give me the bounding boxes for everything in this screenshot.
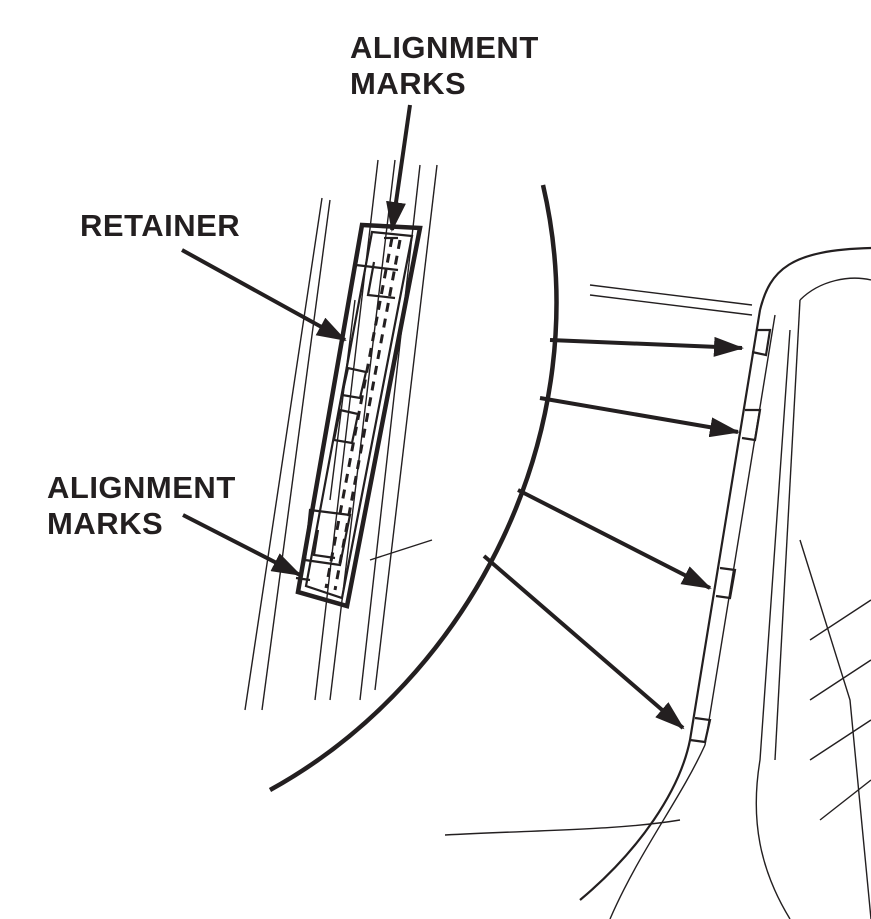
arrow-clip-2 (539, 396, 740, 438)
alignment-marks-top-label: ALIGNMENT MARKS (350, 30, 539, 102)
panel-clip-tabs (689, 328, 772, 744)
alignment-mark-ticks (295, 236, 398, 582)
alignment-marks-bottom-line1: ALIGNMENT (47, 470, 236, 505)
arrow-clip-3 (517, 488, 712, 590)
arrow-retainer (181, 248, 347, 342)
arrow-clip-4 (482, 554, 685, 730)
detail-view-arc (268, 184, 559, 792)
retainer-body (295, 222, 423, 609)
retainer-label: RETAINER (80, 208, 240, 244)
callout-arrows (181, 104, 744, 730)
alignment-marks-bottom-label: ALIGNMENT MARKS (47, 470, 236, 542)
arrow-bottom-alignment (182, 513, 302, 577)
alignment-marks-bottom-line2: MARKS (47, 506, 164, 541)
pillar-trim-edges (244, 159, 438, 711)
retainer-label-text: RETAINER (80, 208, 241, 243)
alignment-marks-top-line2: MARKS (350, 66, 467, 101)
arrow-clip-1 (549, 336, 744, 357)
alignment-marks-top-line1: ALIGNMENT (350, 30, 539, 65)
door-panel-outline (444, 246, 871, 919)
arrow-top-alignment (386, 104, 412, 232)
